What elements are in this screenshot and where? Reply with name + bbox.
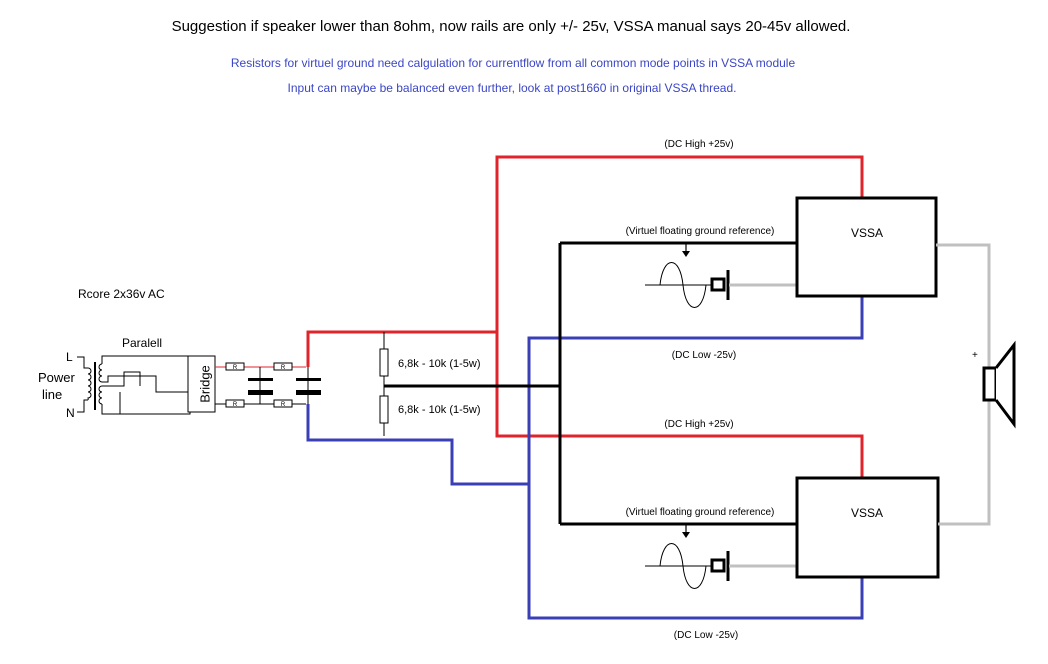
- negative-rail-lower: [527, 484, 864, 620]
- title: Suggestion if speaker lower than 8ohm, n…: [172, 18, 851, 35]
- output-wire-upper: [936, 243, 991, 368]
- transformer-symbol: [77, 355, 191, 415]
- wiring-label: Paralell: [122, 336, 162, 350]
- lower-ground-ref-label: (Virtuel floating ground reference): [626, 507, 775, 518]
- upper-ground-ref-label: (Virtuel floating ground reference): [626, 226, 775, 237]
- resistor-mark: R: [233, 365, 238, 371]
- power-line-label-1: Power: [38, 370, 76, 385]
- positive-rail-lower: [495, 332, 864, 478]
- label-n: N: [66, 406, 75, 420]
- bridge-rectifier: [187, 355, 216, 413]
- vssa-upper-label: VSSA: [851, 226, 883, 240]
- vssa-module-lower: [795, 476, 940, 579]
- input-source-lower: [645, 543, 797, 589]
- speaker-polarity: +: [972, 350, 978, 361]
- ground-ref-arrow-lower: [682, 524, 690, 538]
- input-source-upper: [645, 262, 797, 308]
- vssa-lower-label: VSSA: [851, 506, 883, 520]
- positive-rail: [306, 155, 864, 367]
- bridge-label: Bridge: [197, 365, 212, 403]
- divider-top-label: 6,8k - 10k (1-5w): [398, 358, 481, 370]
- power-line-label-2: line: [42, 387, 62, 402]
- ground-divider: [379, 332, 389, 436]
- negative-rail: [306, 296, 864, 486]
- resistor-mark: R: [281, 365, 286, 371]
- filter-section: R R R R: [215, 362, 321, 408]
- upper-dc-low-label: (DC Low -25v): [672, 350, 736, 361]
- transformer-name: Rcore 2x36v AC: [78, 287, 165, 301]
- note-resistor-calculation: Resistors for virtuel ground need calgul…: [231, 56, 796, 70]
- output-wire-lower: [938, 400, 991, 526]
- speaker-icon: [982, 340, 1016, 429]
- divider-bottom-label: 6,8k - 10k (1-5w): [398, 404, 481, 416]
- ground-ref-arrow-upper: [682, 243, 690, 257]
- note-input-balance: Input can maybe be balanced even further…: [288, 81, 737, 95]
- lower-dc-high-label: (DC High +25v): [664, 419, 733, 430]
- resistor-mark: R: [233, 402, 238, 408]
- upper-dc-high-label: (DC High +25v): [664, 139, 733, 150]
- label-l: L: [66, 350, 73, 364]
- resistor-mark: R: [281, 402, 286, 408]
- vssa-module-upper: [795, 196, 938, 298]
- lower-dc-low-label: (DC Low -25v): [674, 630, 738, 641]
